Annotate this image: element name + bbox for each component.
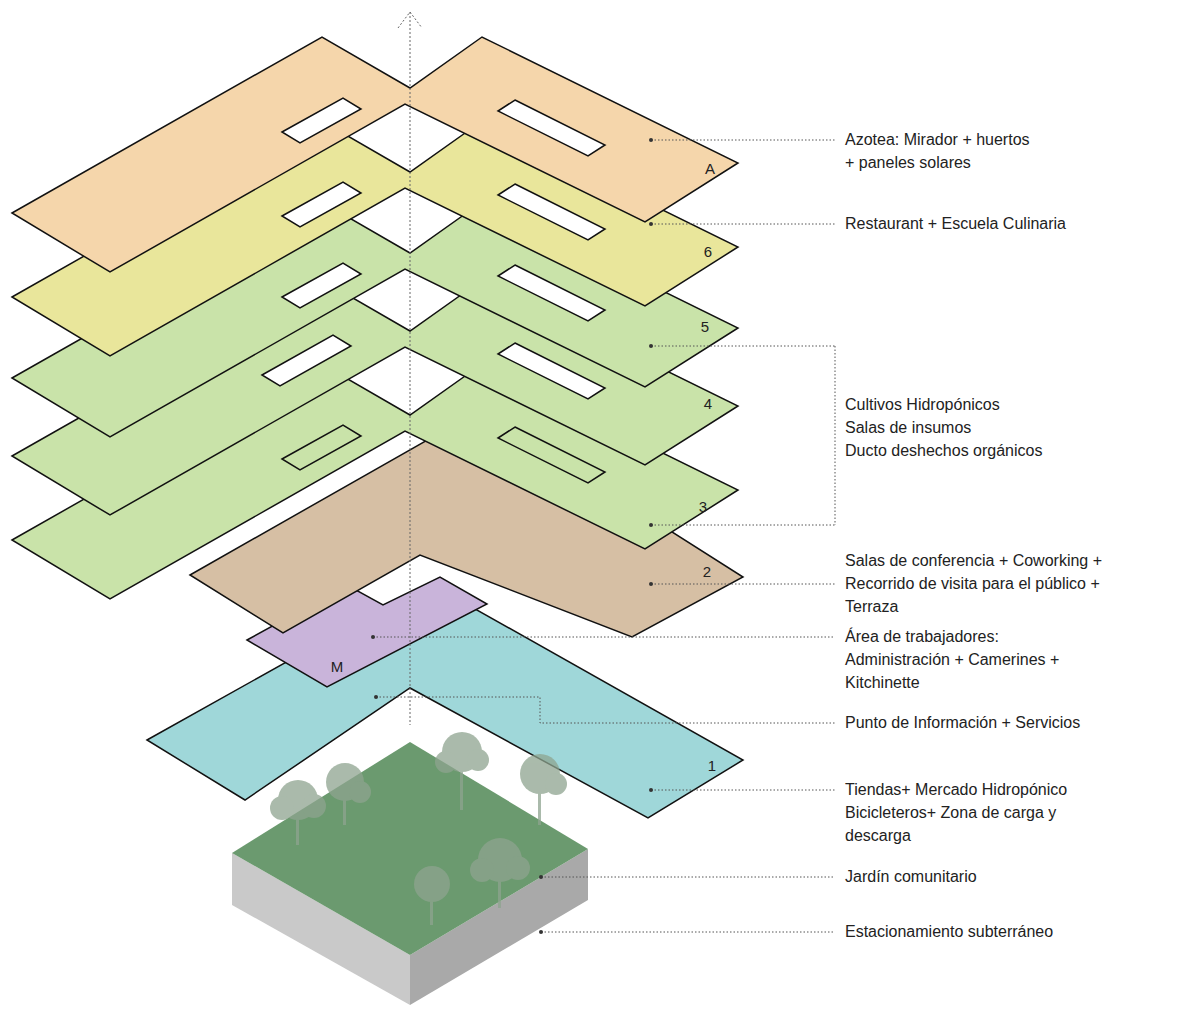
trees [270,732,567,925]
callout-text: Punto de Información + Servicios [845,711,1080,734]
axis-arrowhead [398,12,422,28]
floor-number: M [331,658,344,675]
floor-number: 1 [708,757,716,774]
floor-number: 4 [704,395,712,412]
callout-text: Ducto deshechos orgánicos [845,439,1042,462]
floor-number: 5 [701,318,709,335]
floor-number: 2 [703,563,711,580]
callout-text: Estacionamiento subterráneo [845,920,1053,943]
ground-top [232,742,588,955]
callout-text: Jardín comunitario [845,865,977,888]
floor-plate [12,37,738,272]
callout-text: Área de trabajadores: Administración + C… [845,625,1085,694]
callout-text: Tiendas+ Mercado Hidropónico Bicicletero… [845,778,1095,847]
callout-text: Cultivos Hidropónicos [845,393,1000,416]
callout-text: Salas de conferencia + Coworking + Recor… [845,549,1145,618]
leader-dots [371,138,653,934]
leader-lines [373,140,835,932]
floor-plate [147,604,743,818]
callout-text: Salas de insumos [845,416,971,439]
floor-number: A [705,160,715,177]
floor-number: 6 [704,243,712,260]
callout-text: Restaurant + Escuela Culinaria [845,212,1066,235]
floor-number: 3 [699,498,707,515]
axis-line [410,12,411,725]
callout-text: Azotea: Mirador + huertos + paneles sola… [845,128,1036,174]
